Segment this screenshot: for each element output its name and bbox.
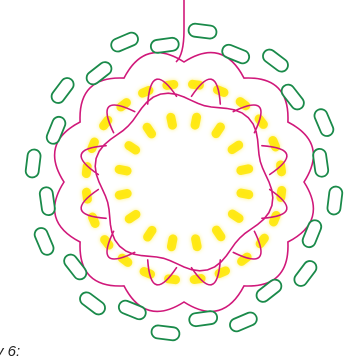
- green-picot-loop: [84, 60, 114, 87]
- bead: [114, 188, 132, 200]
- bead: [138, 266, 156, 280]
- green-picot-loop: [25, 149, 41, 178]
- bead: [87, 211, 102, 229]
- bead: [141, 224, 158, 243]
- bead: [226, 139, 245, 156]
- bead: [236, 164, 254, 176]
- bead: [213, 265, 231, 280]
- green-picot-loop: [188, 310, 218, 327]
- green-picot-loop: [260, 47, 290, 74]
- bead: [81, 162, 92, 179]
- green-picot-loop: [39, 186, 56, 216]
- green-picot-loop: [254, 277, 284, 304]
- bead: [226, 208, 245, 225]
- bead: [166, 234, 178, 252]
- green-picot-loop: [45, 115, 68, 146]
- bead: [212, 84, 230, 98]
- bead: [164, 274, 181, 285]
- green-picot-loop: [228, 310, 259, 333]
- green-picot-loop: [220, 43, 251, 66]
- bead: [267, 135, 282, 153]
- bead: [123, 208, 142, 225]
- bead: [190, 112, 202, 130]
- green-picot-loop: [62, 252, 89, 282]
- green-picot-layer: [25, 23, 343, 341]
- bead: [210, 121, 227, 140]
- green-picot-loop: [151, 325, 180, 341]
- magenta-outer-arcs: [55, 53, 314, 312]
- green-picot-loop: [292, 258, 319, 288]
- magenta-inner-ring: [95, 93, 273, 271]
- green-picot-loop: [279, 82, 306, 112]
- green-picot-loop: [327, 186, 343, 215]
- green-picot-loop: [301, 218, 324, 249]
- bead-layer: [81, 79, 286, 284]
- thread-tail-vertical: [176, 0, 184, 62]
- bead: [276, 185, 287, 202]
- green-picot-loop: [117, 299, 148, 322]
- bead: [236, 188, 254, 200]
- bead: [187, 79, 204, 90]
- green-picot-loop: [77, 290, 107, 317]
- bead: [210, 224, 227, 243]
- magenta-thread-path: [55, 53, 314, 312]
- green-picot-loop: [312, 148, 329, 178]
- bead: [114, 164, 132, 176]
- green-picot-loop: [312, 107, 335, 138]
- bead: [123, 139, 142, 156]
- green-picot-loop: [33, 226, 56, 257]
- green-picot-loop: [188, 23, 217, 39]
- bead: [141, 121, 158, 140]
- green-picot-loop: [49, 75, 76, 105]
- green-picot-loop: [150, 37, 180, 54]
- bead-glow-layer: [81, 79, 286, 284]
- thread-tail: [176, 0, 184, 62]
- figure-caption: y 6:: [0, 343, 20, 360]
- green-picot-loop: [109, 31, 140, 54]
- bead: [137, 85, 155, 100]
- bead: [166, 112, 178, 130]
- bead: [190, 234, 202, 252]
